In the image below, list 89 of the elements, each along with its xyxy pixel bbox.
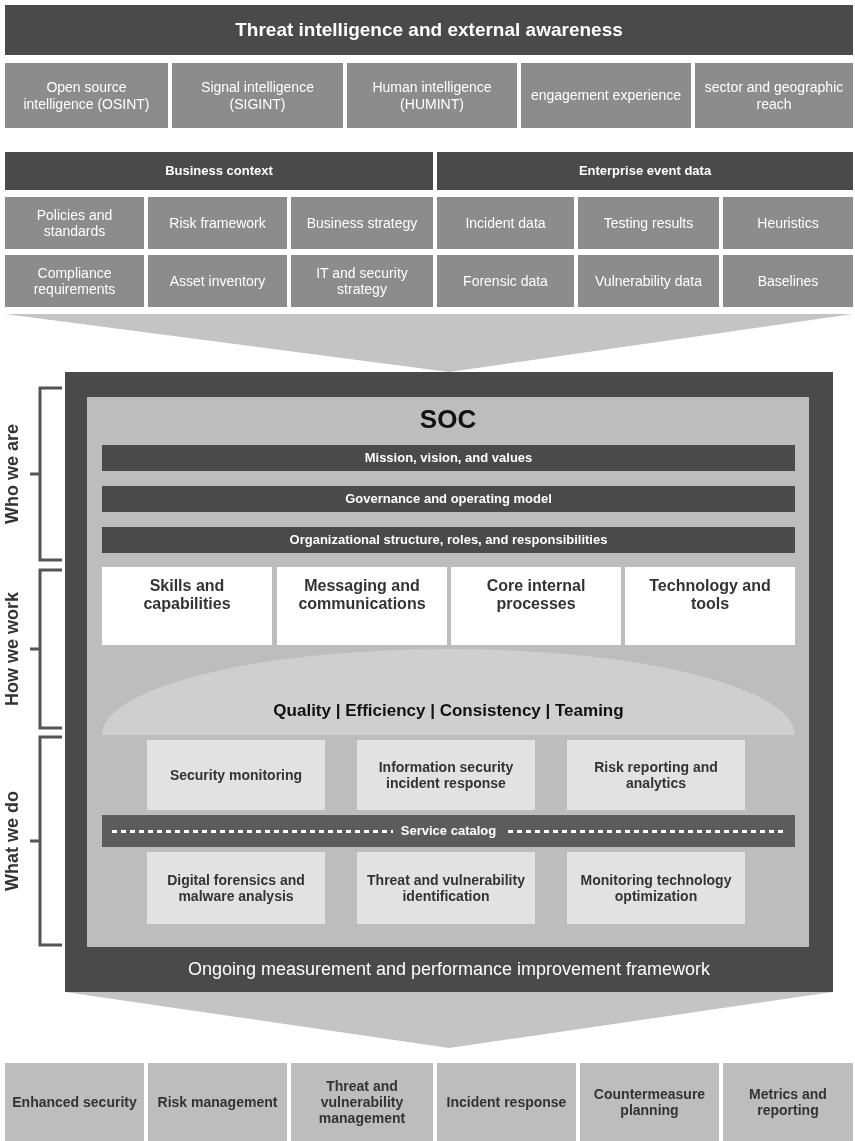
node-text: Ongoing measurement and performance improvement framework: [187, 959, 711, 980]
chevron-arrow: [65, 992, 833, 1048]
node-text: Compliance requirements: [32, 264, 117, 298]
outcome-box: [580, 1063, 719, 1141]
service-box: [567, 852, 745, 924]
node-text: Core internal processes: [485, 577, 587, 614]
source-box: [172, 63, 343, 128]
service-catalog-band: [102, 815, 795, 847]
node-text: Information security incident response: [377, 758, 515, 792]
node-text: SOC: [419, 405, 477, 435]
node-text: Risk framework: [169, 214, 266, 232]
node-text: Heuristics: [757, 214, 819, 232]
node-text: Asset inventory: [169, 272, 266, 290]
source-box: [148, 197, 287, 249]
node-text: Skills and capabilities: [142, 577, 232, 614]
node-text: Messaging and communications: [297, 577, 427, 614]
outcome-box: [437, 1063, 576, 1141]
side-label: What we do: [2, 791, 23, 891]
node-text: Organizational structure, roles, and responsibilities: [289, 532, 608, 548]
capability-box: [277, 567, 447, 645]
node-text: Metrics and reporting: [748, 1085, 828, 1119]
service-box: [357, 852, 535, 924]
node-text: Countermeasure planning: [592, 1085, 707, 1119]
side-label: Who we are: [2, 424, 23, 524]
node-text: Business strategy: [306, 214, 418, 232]
source-box: [5, 255, 144, 307]
outcome-box: [148, 1063, 287, 1141]
node-text: Forensic data: [463, 272, 548, 290]
outcome-box: [291, 1063, 433, 1141]
source-box: [578, 197, 719, 249]
capability-box: [451, 567, 621, 645]
source-box: [723, 255, 853, 307]
node-text: Digital forensics and malware analysis: [166, 871, 306, 905]
node-text: Signal intelligence (SIGINT): [200, 79, 315, 112]
service-box: [357, 740, 535, 810]
soc-panel: [87, 397, 809, 947]
node-text: Enterprise event data: [578, 163, 712, 179]
node-text: Baselines: [757, 272, 819, 290]
service-box: [567, 740, 745, 810]
source-box: [5, 63, 168, 128]
source-box: [723, 197, 853, 249]
node-text: Governance and operating model: [345, 491, 552, 507]
node-text: Vulnerability data: [595, 272, 702, 290]
header-band: [102, 445, 795, 471]
node-text: Human intelligence (HUMINT): [371, 79, 493, 112]
framework-frame: [65, 372, 833, 992]
node-text: Mission, vision, and values: [364, 450, 533, 466]
node-text: Open source intelligence (OSINT): [22, 79, 151, 112]
outcome-box: [5, 1063, 144, 1141]
header-band: [5, 5, 853, 55]
source-box: [291, 255, 433, 307]
node-text: Business context: [165, 163, 273, 179]
source-box: [695, 63, 853, 128]
node-text: Monitoring technology optimization: [579, 871, 733, 905]
capability-box: [102, 567, 272, 645]
node-text: Testing results: [603, 214, 694, 232]
header-band: [102, 486, 795, 512]
node-text: Security monitoring: [169, 766, 303, 784]
source-box: [5, 197, 144, 249]
source-box: [578, 255, 719, 307]
node-text: Incident response: [446, 1093, 567, 1111]
source-box: [521, 63, 691, 128]
header-band: [5, 152, 433, 190]
node-text: Service catalog: [392, 823, 505, 839]
header-band: [437, 152, 853, 190]
service-box: [147, 852, 325, 924]
outcome-box: [723, 1063, 853, 1141]
node-text: Quality | Efficiency | Consistency | Teaming: [273, 701, 624, 721]
node-text: engagement experience: [530, 87, 682, 104]
capability-box: [625, 567, 795, 645]
header-band: [102, 527, 795, 553]
source-box: [148, 255, 287, 307]
node-text: Threat intelligence and external awareness: [235, 19, 623, 41]
node-text: Risk management: [157, 1093, 278, 1111]
node-text: Incident data: [465, 214, 546, 232]
source-box: [437, 197, 574, 249]
node-text: Threat and vulnerability management: [317, 1077, 407, 1127]
node-text: Policies and standards: [35, 206, 114, 240]
node-text: Risk reporting and analytics: [593, 758, 719, 792]
service-box: [147, 740, 325, 810]
source-box: [437, 255, 574, 307]
side-label: How we work: [2, 592, 23, 706]
node-text: IT and security strategy: [315, 264, 409, 298]
source-box: [291, 197, 433, 249]
source-box: [347, 63, 517, 128]
node-text: Threat and vulnerability identification: [366, 871, 526, 905]
node-text: Enhanced security: [12, 1093, 137, 1111]
node-text: Technology and tools: [648, 577, 772, 614]
node-text: sector and geographic reach: [703, 79, 845, 112]
